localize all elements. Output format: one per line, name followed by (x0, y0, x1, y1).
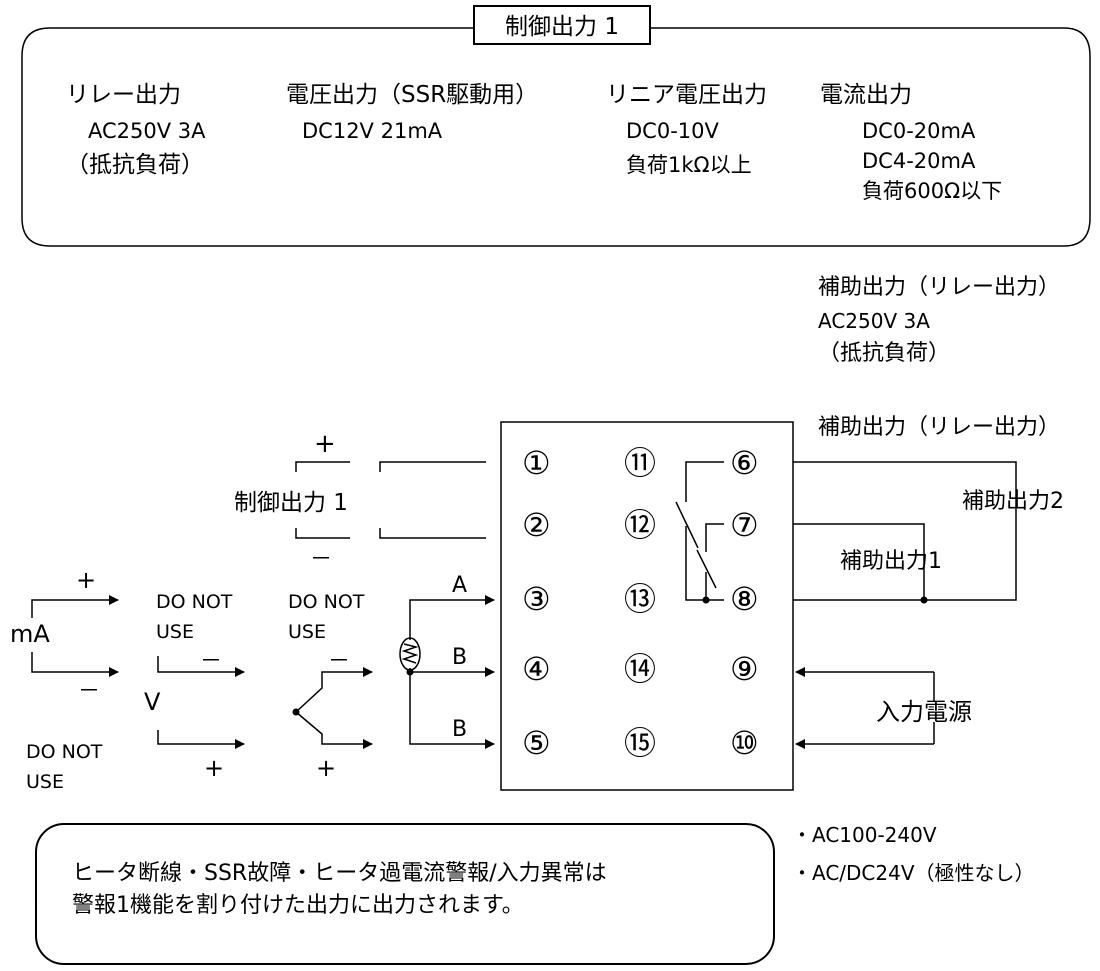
terminal-numbers: ① ② ③ ④ ⑤ ⑪ ⑫ ⑬ ⑭ ⑮ ⑥ ⑦ ⑧ ⑨ ⑩ (522, 444, 759, 762)
v-label: V (144, 688, 161, 716)
terminal-4: ④ (522, 650, 551, 688)
v-plus: + (204, 754, 224, 782)
power-input-wiring (795, 667, 935, 749)
control-output-label: 制御出力 1 (234, 490, 348, 516)
control-output-wiring (295, 461, 486, 539)
voltage-output-heading: 電圧出力（SSR駆動用） (286, 82, 538, 108)
terminal-7: ⑦ (730, 506, 759, 544)
relay-junction-dot (702, 596, 710, 604)
note-line-1: ヒータ断線・SSR故障・ヒータ過電流警報/入力異常は (72, 861, 607, 886)
aux-note-line-2: AC250V 3A (818, 309, 930, 333)
aux-output-1-label: 補助出力1 (840, 549, 942, 574)
aux-output-2-label: 補助出力2 (962, 489, 1064, 514)
tc-plus: + (316, 754, 336, 782)
terminal-15: ⑮ (624, 724, 656, 762)
control-output-plus: + (314, 429, 336, 459)
control-output-title-frame (473, 5, 651, 45)
relay-output-rating: AC250V 3A (88, 119, 206, 143)
power-input-label: 入力電源 (876, 698, 972, 726)
tc-minus: － (328, 649, 350, 674)
control-output-spec-box: 制御出力 1 リレー出力 AC250V 3A （抵抗負荷） 電圧出力（SSR駆動… (21, 5, 1091, 247)
do-not-use-3-line-2: USE (26, 771, 64, 793)
ma-input-wiring (31, 595, 119, 677)
note-box (35, 823, 775, 965)
thermocouple-wiring (292, 667, 373, 749)
relay-output-load: （抵抗負荷） (66, 152, 204, 178)
current-output-heading: 電流出力 (820, 82, 912, 108)
do-not-use-1-line-1: DO NOT (156, 591, 233, 613)
linear-voltage-range: DC0-10V (626, 119, 719, 143)
aux-output-title: 補助出力（リレー出力） (818, 415, 1060, 440)
terminal-6: ⑥ (730, 444, 759, 482)
terminal-11: ⑪ (624, 444, 656, 482)
aux-note-line-1: 補助出力（リレー出力） (818, 275, 1060, 300)
terminal-5: ⑤ (522, 724, 551, 762)
relay-output-heading: リレー出力 (66, 82, 181, 108)
aux-output-note: 補助出力（リレー出力） AC250V 3A （抵抗負荷） (818, 275, 1060, 366)
current-output-load: 負荷600Ω以下 (862, 179, 1002, 203)
thermocouple-junction-dot (292, 708, 300, 716)
control-output-minus: － (310, 547, 332, 572)
current-output-range-2: DC4-20mA (862, 149, 976, 173)
current-output-range-1: DC0-20mA (862, 119, 976, 143)
terminal-10: ⑩ (730, 724, 759, 762)
relay-contacts (675, 461, 724, 604)
do-not-use-1-line-2: USE (156, 621, 194, 643)
rtd-label-a: A (452, 573, 467, 598)
terminal-block (500, 421, 794, 791)
v-minus: － (200, 649, 222, 674)
linear-voltage-heading: リニア電圧出力 (606, 82, 767, 108)
ma-plus: + (76, 566, 96, 594)
aux-note-line-3: （抵抗負荷） (818, 341, 950, 366)
terminal-1: ① (522, 444, 551, 482)
terminal-3: ③ (522, 580, 551, 618)
ma-label: mA (10, 620, 50, 648)
note-line-2: 警報1機能を割り付けた出力に出力されます。 (72, 893, 524, 918)
ma-minus: － (78, 679, 100, 704)
rtd-wiring (399, 595, 495, 749)
rtd-resistor-icon (401, 643, 419, 664)
terminal-9: ⑨ (730, 650, 759, 688)
terminal-8: ⑧ (730, 580, 759, 618)
aux-junction-dot (920, 596, 928, 604)
do-not-use-3-line-1: DO NOT (26, 741, 103, 763)
rtd-label-b1: B (452, 645, 467, 670)
voltage-output-rating: DC12V 21mA (302, 119, 443, 143)
power-spec-2: ・AC/DC24V（極性なし） (792, 861, 1035, 885)
power-spec-1: ・AC100-240V (792, 823, 937, 847)
linear-voltage-load: 負荷1kΩ以上 (626, 153, 752, 177)
terminal-13: ⑬ (624, 580, 656, 618)
terminal-14: ⑭ (624, 650, 656, 688)
rtd-label-b2: B (452, 717, 467, 742)
terminal-12: ⑫ (624, 506, 656, 544)
do-not-use-2-line-1: DO NOT (288, 591, 365, 613)
rtd-sensor-icon (399, 637, 421, 671)
terminal-2: ② (522, 506, 551, 544)
aux-output-wiring (793, 461, 1017, 604)
do-not-use-2-line-2: USE (288, 621, 326, 643)
control-output-title: 制御出力 1 (505, 14, 619, 40)
v-input-wiring (157, 656, 245, 749)
